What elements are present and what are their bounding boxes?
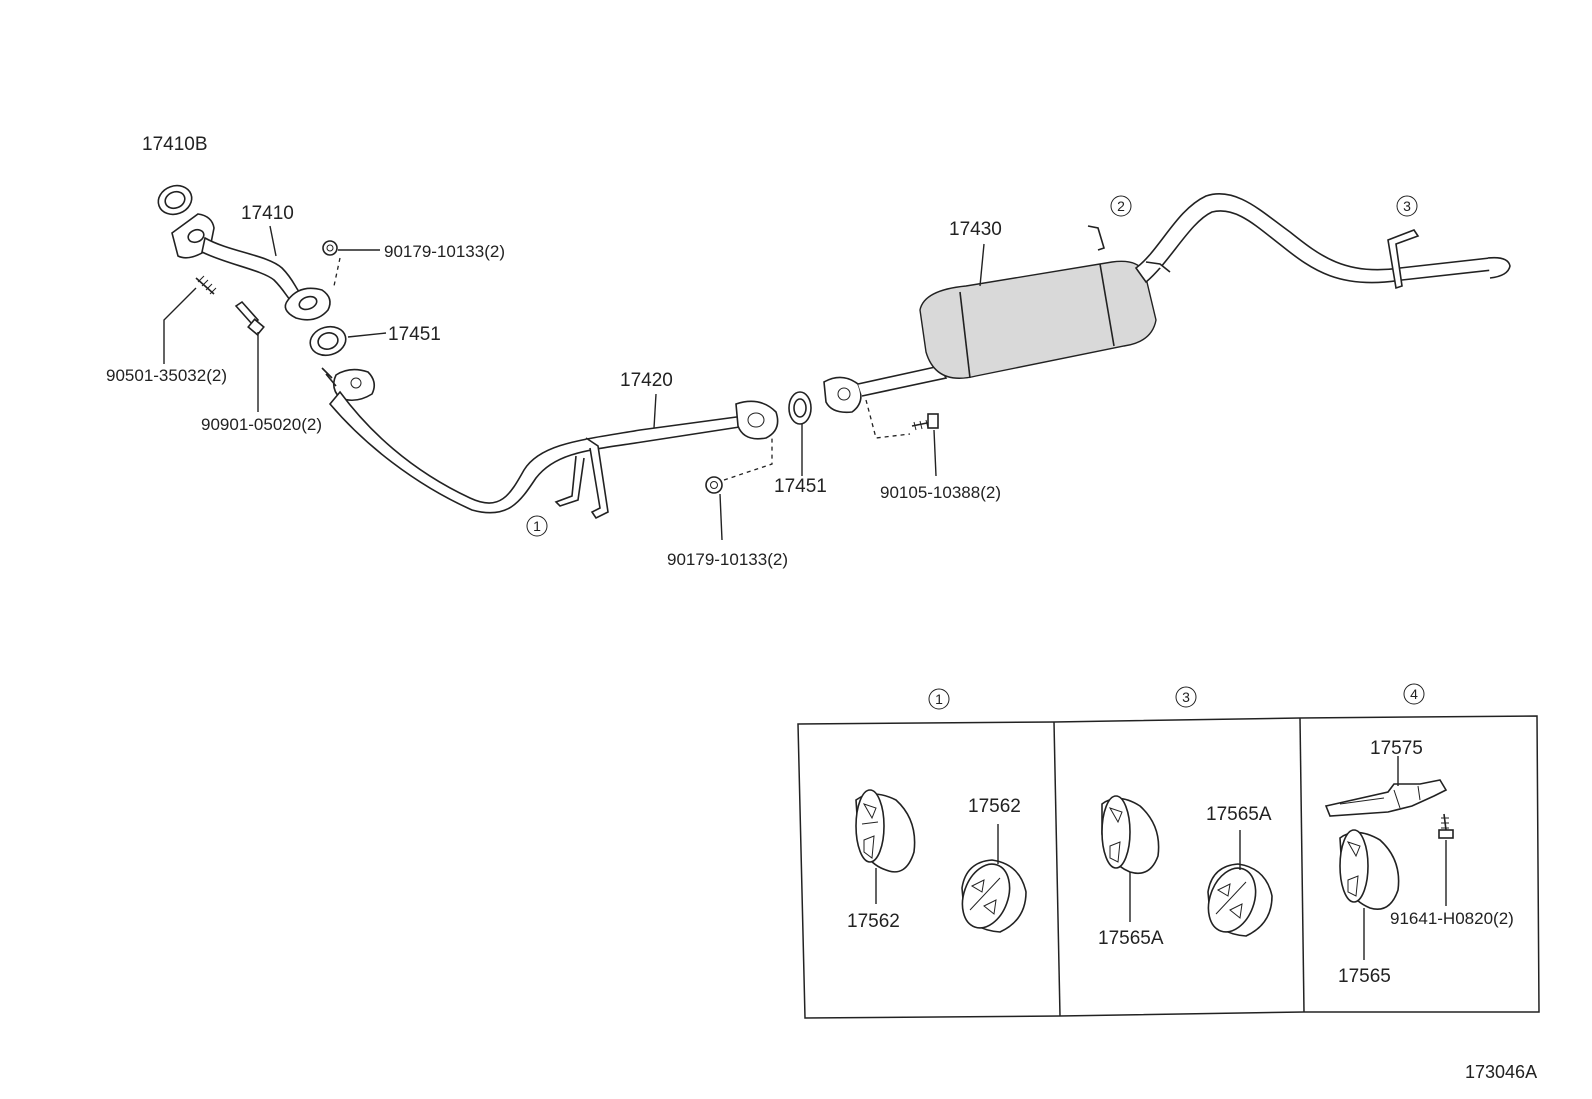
label-17430: 17430 xyxy=(949,219,1002,240)
guide-bolt-90105 xyxy=(865,399,911,439)
label-90501: 90501-35032(2) xyxy=(106,366,227,385)
leader-17451-front xyxy=(347,332,387,338)
stud-bolt-90501[interactable] xyxy=(195,275,217,295)
label-17451-center: 17451 xyxy=(774,476,827,497)
svg-text:4: 4 xyxy=(1410,686,1418,702)
label-90901: 90901-05020(2) xyxy=(201,415,322,434)
ref-circle-2-main: 2 xyxy=(1110,195,1132,217)
label-90105: 90105-10388(2) xyxy=(880,483,1001,502)
gasket-17410b[interactable] xyxy=(154,181,196,219)
svg-text:3: 3 xyxy=(1182,689,1190,705)
label-17565a-b: 17565A xyxy=(1206,804,1272,825)
hanger-detail-panel xyxy=(797,715,1540,1019)
label-17565: 17565 xyxy=(1338,966,1391,987)
bolt-91641[interactable] xyxy=(1438,813,1454,839)
center-exhaust-pipe-17420[interactable] xyxy=(321,367,779,520)
gasket-17451-front[interactable] xyxy=(307,323,349,359)
guide-nut-top xyxy=(333,257,341,287)
leader-17430 xyxy=(979,243,985,287)
nut-90179-bottom[interactable] xyxy=(705,476,723,494)
leader-90501 xyxy=(163,287,197,364)
label-90179-bottom: 90179-10133(2) xyxy=(667,550,788,569)
ref-circle-4-panel: 4 xyxy=(1403,683,1425,705)
gasket-17451-center[interactable] xyxy=(788,391,812,425)
label-17562-a: 17562 xyxy=(847,911,900,932)
front-exhaust-pipe-17410[interactable] xyxy=(171,213,331,321)
label-17451-front: 17451 xyxy=(388,324,441,345)
label-91641: 91641-H0820(2) xyxy=(1390,909,1514,928)
hanger-insulator-17562-b[interactable] xyxy=(954,857,1027,934)
hanger-insulator-17565[interactable] xyxy=(1339,829,1400,910)
figure-code: 173046A xyxy=(1465,1062,1537,1082)
ref-circle-1-main: 1 xyxy=(526,515,548,537)
sensor-bolt-90901[interactable] xyxy=(234,300,265,336)
guide-nut-bottom xyxy=(723,436,773,481)
ref-circle-1-panel: 1 xyxy=(928,688,950,710)
bolt-90105[interactable] xyxy=(911,413,939,431)
tail-pipe-with-muffler-17430[interactable] xyxy=(823,193,1511,414)
hanger-insulator-17565a-b[interactable] xyxy=(1200,861,1273,938)
hanger-bracket-17575[interactable] xyxy=(1324,779,1448,817)
svg-text:3: 3 xyxy=(1403,198,1411,214)
label-90179-top: 90179-10133(2) xyxy=(384,242,505,261)
svg-text:1: 1 xyxy=(935,691,943,707)
hanger-insulator-17565a-a[interactable] xyxy=(1101,795,1160,875)
label-17410b: 17410B xyxy=(142,134,208,155)
label-17562-b: 17562 xyxy=(968,796,1021,817)
label-17410: 17410 xyxy=(241,203,294,224)
label-17420: 17420 xyxy=(620,370,673,391)
ref-circle-3-main: 3 xyxy=(1396,195,1418,217)
label-17565a-a: 17565A xyxy=(1098,928,1164,949)
svg-text:2: 2 xyxy=(1117,198,1125,214)
leader-90105 xyxy=(933,429,937,477)
hanger-insulator-17562-a[interactable] xyxy=(855,789,916,873)
leader-90179-bottom xyxy=(719,493,723,541)
leader-17420 xyxy=(653,393,657,429)
nut-90179-top[interactable] xyxy=(322,240,338,256)
svg-text:1: 1 xyxy=(533,518,541,534)
ref-circle-3-panel: 3 xyxy=(1175,686,1197,708)
leader-17410 xyxy=(269,225,277,257)
label-17575: 17575 xyxy=(1370,738,1423,759)
